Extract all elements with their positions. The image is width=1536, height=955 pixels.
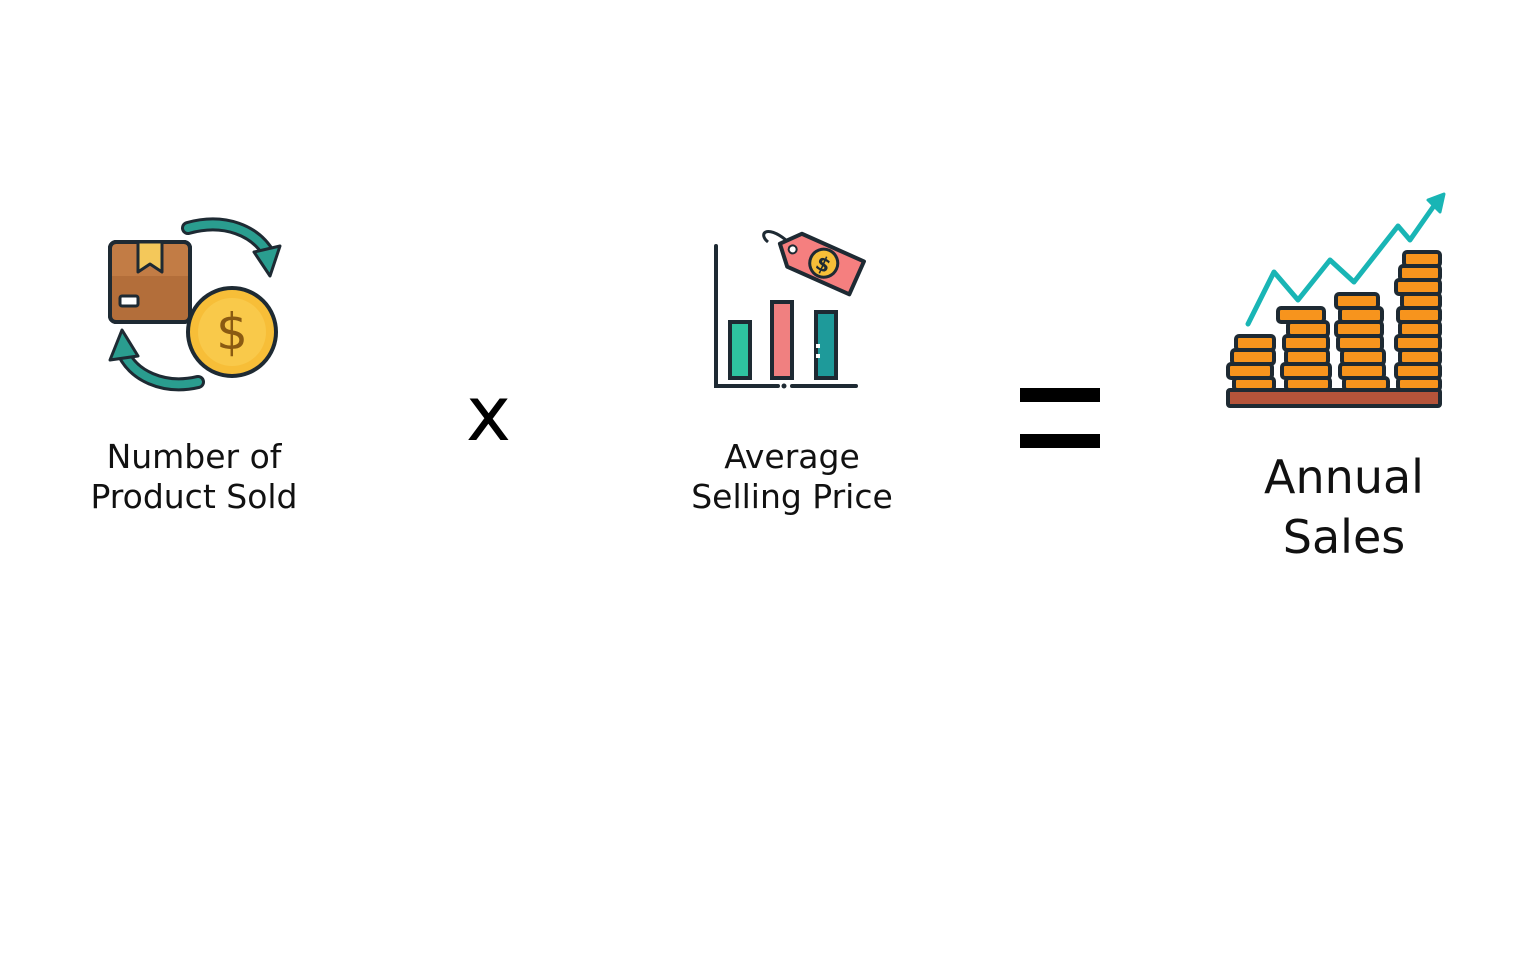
price-tag-bar-chart-icon: $ (706, 222, 866, 394)
term-label-average-selling-price: Average Selling Price (652, 437, 932, 518)
label-line: Product Sold (90, 477, 298, 517)
box-coin-exchange-icon: $ (104, 216, 284, 394)
svg-text:$: $ (216, 303, 248, 361)
equals-bar-top (1020, 388, 1100, 402)
coin-stacks-growth-icon (1224, 192, 1446, 412)
label-line: Annual (1264, 450, 1424, 504)
label-line: Number of (106, 437, 282, 476)
label-line: Selling Price (691, 477, 893, 517)
term-label-annual-sales: Annual Sales (1204, 448, 1484, 568)
equals-bar-bottom (1020, 434, 1100, 448)
label-line: Average (724, 437, 860, 476)
multiply-operator: x (466, 369, 511, 458)
term-label-product-sold: Number of Product Sold (54, 437, 334, 518)
label-line: Sales (1282, 509, 1406, 564)
